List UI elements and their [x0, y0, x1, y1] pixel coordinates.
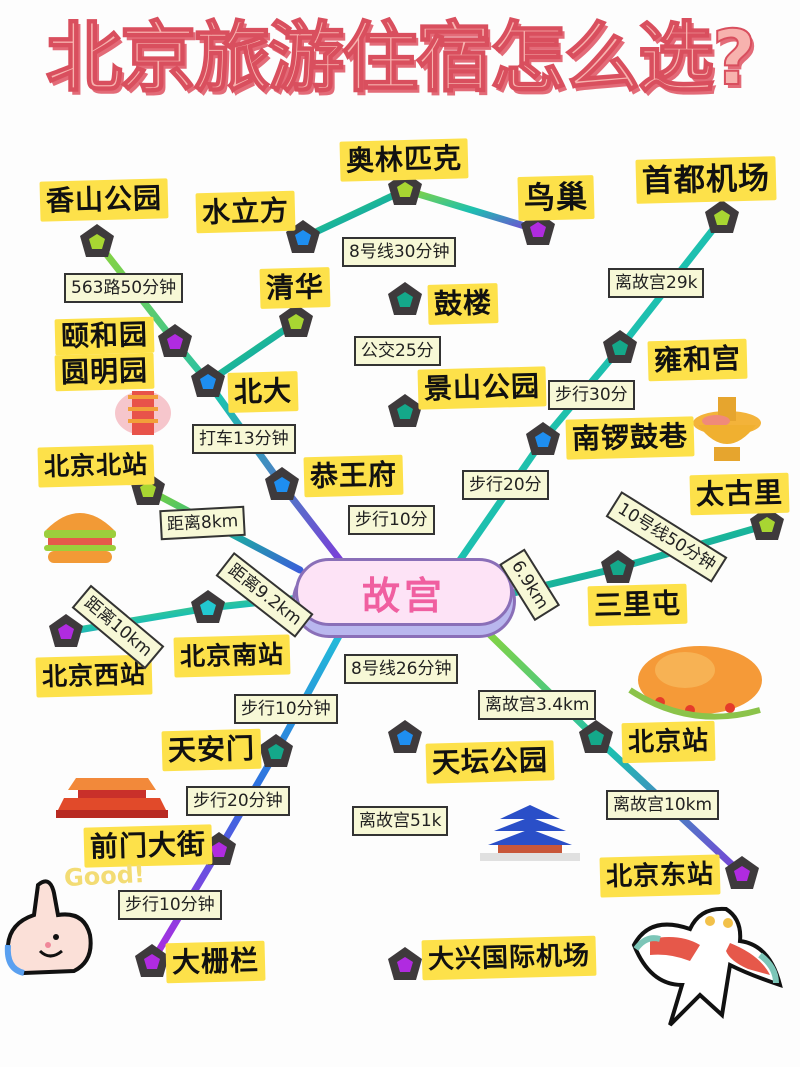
roast-chicken-icon [628, 646, 762, 720]
tiananmen-icon [56, 778, 168, 818]
station-qinghua[interactable]: 清华 [259, 267, 331, 309]
line-shuilifang-olympic [299, 186, 409, 242]
route-tag-xiangshan: 563路50分钟 [64, 273, 184, 303]
station-sanlitun[interactable]: 三里屯 [587, 583, 688, 627]
good-sticker-text: Good! [63, 859, 146, 893]
route-tag-gulou: 公交25分 [354, 336, 441, 366]
route-tag-yonghegong: 步行30分 [548, 380, 635, 410]
station-nanluoguxiang[interactable]: 南锣鼓巷 [565, 416, 695, 460]
page-title: 北京旅游住宿怎么选? [45, 12, 757, 103]
station-dashilan[interactable]: 大栅栏 [165, 940, 266, 984]
route-tag-qianmen: 步行20分钟 [186, 786, 290, 816]
route-tag-capital-airport: 离故宫29k [608, 268, 705, 298]
station-yiheyuan[interactable]: 颐和园 [54, 316, 155, 356]
route-tag-daxing: 离故宫51k [352, 806, 449, 836]
station-capital-airport[interactable]: 首都机场 [635, 156, 777, 204]
station-tiantan[interactable]: 天坛公园 [425, 740, 555, 784]
hotpot-icon [693, 397, 761, 461]
route-tag-beijing-station: 离故宫3.4km [478, 690, 597, 720]
station-yonghegong[interactable]: 雍和宫 [647, 338, 748, 382]
station-taikoo-li[interactable]: 太古里 [689, 472, 790, 516]
station-xiangshan[interactable]: 香山公园 [39, 178, 169, 222]
station-beijing-north[interactable]: 北京北站 [37, 444, 155, 488]
station-beida[interactable]: 北大 [227, 371, 299, 413]
station-gongwangfu[interactable]: 恭王府 [303, 454, 404, 498]
temple-of-heaven-icon [480, 805, 580, 861]
station-gulou[interactable]: 鼓楼 [427, 283, 499, 325]
route-tag-dashilan: 步行10分钟 [118, 890, 222, 920]
line-olympic-niaochao [401, 186, 542, 234]
station-niaochao[interactable]: 鸟巢 [517, 175, 595, 221]
station-olympic[interactable]: 奥林匹克 [339, 138, 469, 182]
station-jingshan[interactable]: 景山公园 [417, 366, 547, 410]
line-beida-qinghua [204, 318, 300, 386]
pagoda-icon [115, 391, 171, 435]
thumbs-up-sticker-icon [4, 879, 93, 976]
station-beijing-south[interactable]: 北京南站 [173, 634, 291, 678]
route-tag-beida: 打车13分钟 [192, 424, 296, 454]
station-daxing-airport[interactable]: 大兴国际机场 [421, 935, 597, 981]
swallow-kite-icon [631, 906, 783, 1027]
route-tag-nanluo: 步行20分 [462, 470, 549, 500]
route-tag-beijing-east: 离故宫10km [606, 790, 720, 820]
route-tag-olympic: 8号线30分钟 [342, 237, 457, 267]
route-tag-tiantan: 8号线26分钟 [344, 654, 459, 684]
route-tag-tiananmen: 步行10分钟 [234, 694, 338, 724]
route-tag-jingshan: 步行10分 [348, 505, 435, 535]
forbidden-city-center[interactable]: 故宫 [295, 558, 513, 626]
station-beijing-east[interactable]: 北京东站 [599, 854, 721, 898]
station-tiananmen[interactable]: 天安门 [161, 728, 262, 772]
route-tag-beijing-north: 距离8km [159, 505, 246, 541]
station-beijing-station[interactable]: 北京站 [621, 720, 716, 764]
station-yuanmingyuan[interactable]: 圆明园 [54, 352, 155, 392]
station-shuilifang[interactable]: 水立方 [195, 190, 296, 234]
burger-icon [44, 513, 116, 563]
